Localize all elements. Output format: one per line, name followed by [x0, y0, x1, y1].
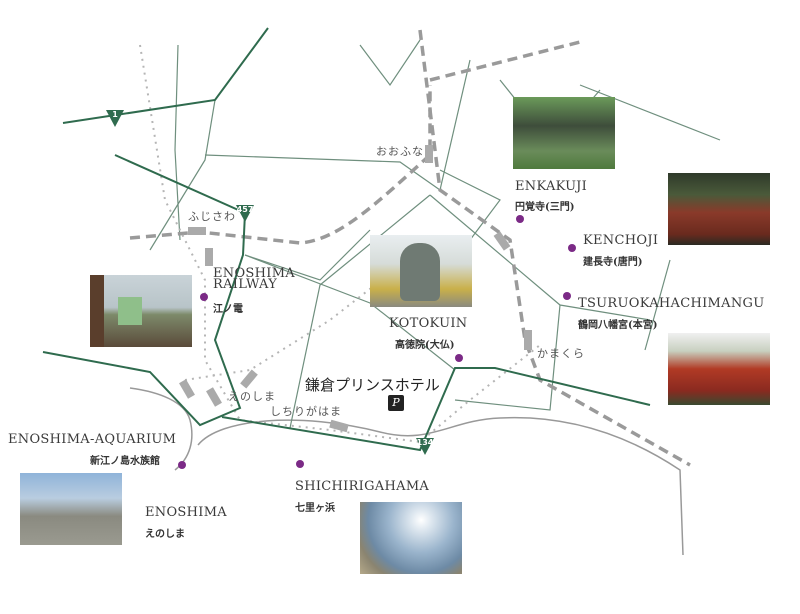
shichirigahama-label: SHICHIRIGAHAMA	[295, 479, 430, 494]
station-ofuna: おおふな	[376, 145, 424, 158]
shichirigahama-photo	[360, 502, 462, 574]
station-kamakura: かまくら	[537, 347, 585, 360]
enoshima-jp-label: えのしま	[145, 529, 185, 540]
station-markers	[179, 145, 532, 433]
route-457-shield: 457	[235, 203, 255, 223]
shichirigahama-marker[interactable]	[296, 460, 304, 468]
enkakuji-label: ENKAKUJI	[515, 179, 588, 194]
station-shichirigahama: しちりがはま	[270, 405, 342, 418]
kenchoji-marker[interactable]	[568, 244, 576, 252]
enkakuji-marker[interactable]	[516, 215, 524, 223]
kenchoji-jp-label: 建長寺(唐門)	[583, 257, 643, 268]
enoshima-railway-marker[interactable]	[200, 293, 208, 301]
enoshima-railway-jp-label: 江ノ電	[213, 304, 243, 315]
shichirigahama-jp-label: 七里ヶ浜	[295, 503, 335, 514]
enoshima-label: ENOSHIMA	[145, 505, 227, 520]
kenchoji-label: KENCHOJI	[583, 233, 659, 248]
aquarium-marker[interactable]	[178, 461, 186, 469]
tsuruokahachimangu-jp-label: 鶴岡八幡宮(本宮)	[578, 320, 658, 331]
enkakuji-photo	[513, 97, 615, 169]
kotokuin-marker[interactable]	[455, 354, 463, 362]
aquarium-label: ENOSHIMA-AQUARIUM	[8, 432, 177, 447]
kotokuin-label: KOTOKUIN	[389, 316, 468, 331]
enoden-train-photo	[90, 275, 192, 347]
station-fujisawa: ふじさわ	[188, 210, 236, 223]
tsuruokahachimangu-label: TSURUOKAHACHIMANGU	[578, 296, 765, 311]
aquarium-photo	[20, 473, 122, 545]
enkakuji-jp-label: 円覚寺(三門)	[515, 202, 575, 213]
coastline	[129, 387, 684, 556]
tsuruokahachimangu-marker[interactable]	[563, 292, 571, 300]
kenchoji-photo	[668, 173, 770, 245]
aquarium-jp-label: 新江ノ島水族館	[90, 456, 160, 467]
hotel-name[interactable]: 鎌倉プリンスホテル	[305, 376, 440, 394]
route-1-shield: 1	[105, 108, 125, 128]
hotel-logo-icon: P	[388, 395, 404, 411]
kotokuin-jp-label: 高徳院(大仏)	[395, 340, 455, 351]
station-enoshima: えのしま	[228, 390, 276, 403]
jr-line	[129, 29, 691, 467]
route-134-shield: 134	[415, 436, 435, 456]
daibutsu-photo	[370, 235, 472, 307]
tsurugaoka-photo	[668, 333, 770, 405]
